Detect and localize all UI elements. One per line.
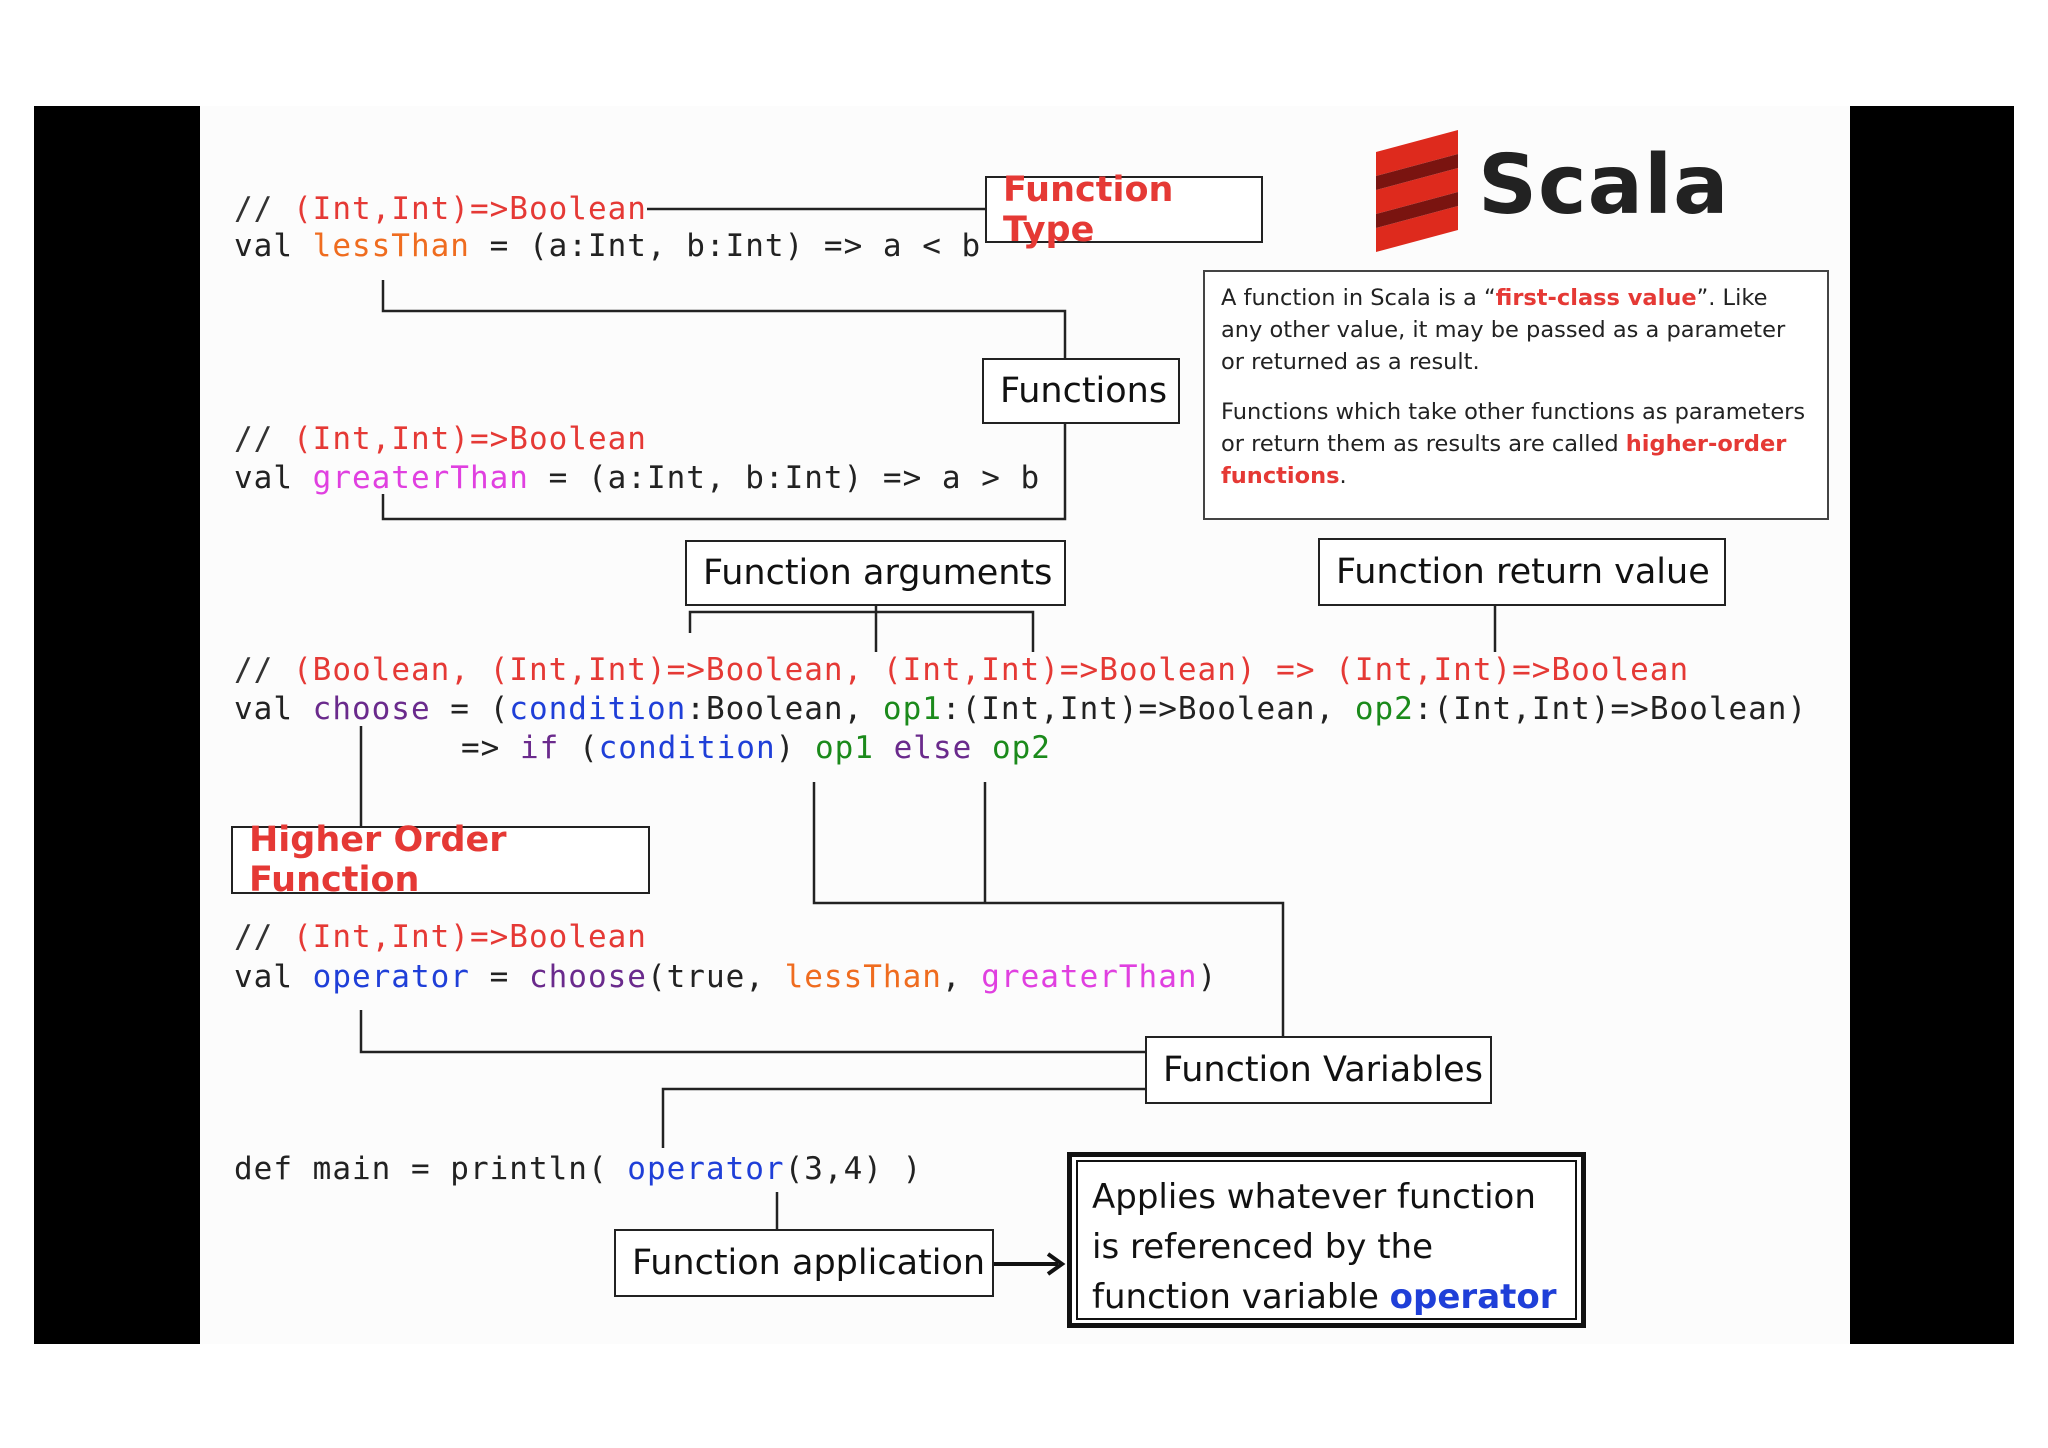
info-box: A function in Scala is a “first-class va…	[1203, 270, 1829, 520]
label-function-type: Function Type	[985, 170, 1263, 250]
code-line-10: def main = println( operator(3,4) )	[234, 1151, 923, 1187]
code-line-1: // (Int,Int)=>Boolean	[234, 191, 647, 227]
code-line-8: // (Int,Int)=>Boolean	[234, 919, 647, 955]
code-line-9: val operator = choose(true, lessThan, gr…	[234, 959, 1218, 995]
applies-note-text: Applies whatever function is referenced …	[1076, 1160, 1577, 1320]
scala-logo-icon	[1376, 130, 1458, 252]
code-line-7: => if (condition) op1 else op2	[402, 730, 1051, 766]
info-paragraph-1: A function in Scala is a “first-class va…	[1221, 285, 1786, 375]
code-line-5: // (Boolean, (Int,Int)=>Boolean, (Int,In…	[234, 652, 1690, 688]
code-line-6: val choose = (condition:Boolean, op1:(In…	[234, 691, 1808, 727]
code-line-4: val greaterThan = (a:Int, b:Int) => a > …	[234, 460, 1041, 496]
label-function-return-value: Function return value	[1318, 538, 1726, 606]
applies-note-box: Applies whatever function is referenced …	[1067, 1152, 1586, 1328]
code-line-3: // (Int,Int)=>Boolean	[234, 421, 647, 457]
label-function-variables: Function Variables	[1145, 1036, 1492, 1104]
label-function-arguments: Function arguments	[685, 540, 1066, 606]
label-function-application: Function application	[614, 1229, 994, 1297]
label-functions: Functions	[982, 358, 1180, 424]
label-higher-order-function: Higher Order Function	[231, 820, 650, 900]
code-line-2: val lessThan = (a:Int, b:Int) => a < b	[234, 228, 982, 264]
left-black-bar	[34, 106, 200, 1344]
info-paragraph-2: Functions which take other functions as …	[1221, 399, 1806, 489]
scala-logo-text: Scala	[1478, 138, 1730, 233]
right-black-bar	[1850, 106, 2014, 1344]
